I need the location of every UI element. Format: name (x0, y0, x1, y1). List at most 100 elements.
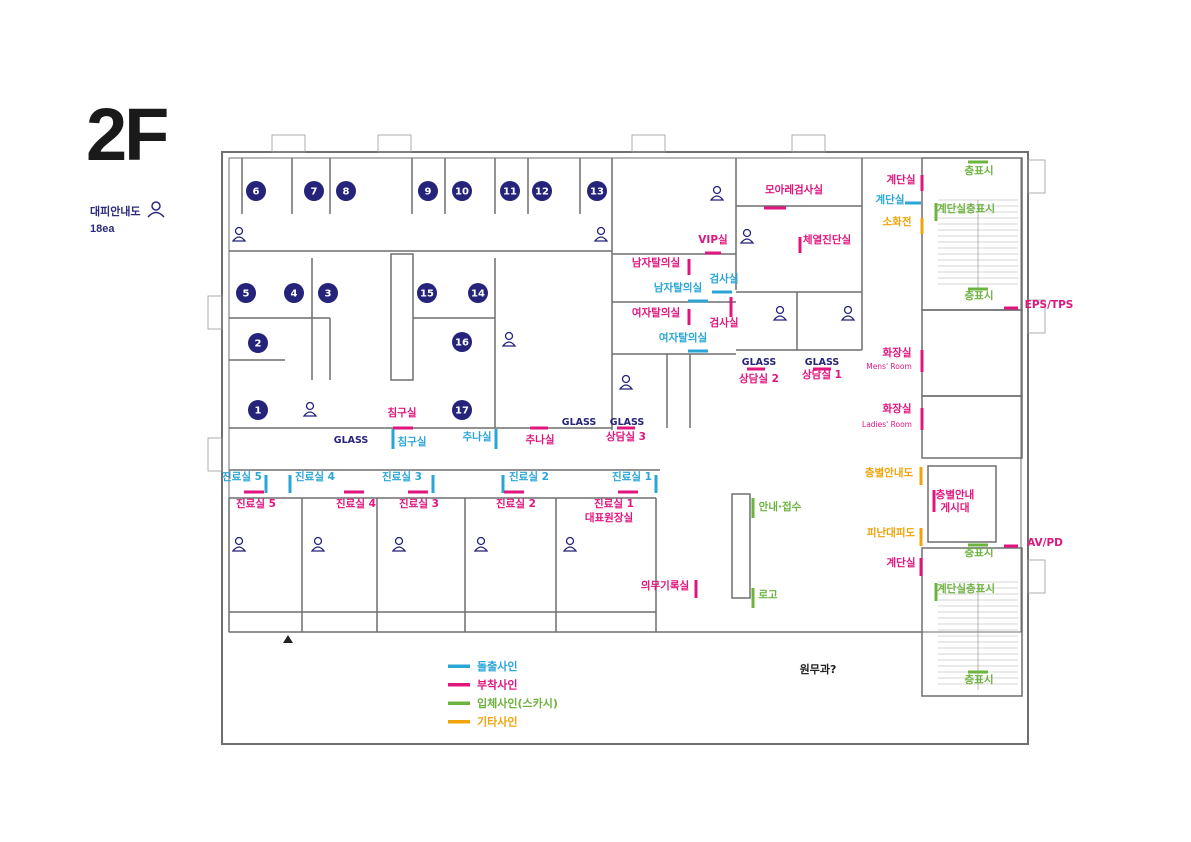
evac-marker-number: 6 (253, 187, 260, 198)
sign-attached: VIP실 (698, 233, 728, 255)
evac-marker: 16 (452, 332, 472, 352)
evac-marker: 1 (248, 400, 268, 420)
sign-label: 진료실 5 (222, 470, 262, 483)
sign-standing: 계단실층표시 (934, 582, 995, 601)
evac-marker: 13 (587, 181, 607, 201)
evac-marker: 6 (246, 181, 266, 201)
evac-marker: 11 (500, 181, 520, 201)
person-icon (310, 536, 326, 552)
evac-marker-number: 8 (343, 187, 350, 198)
person-icon (231, 536, 247, 552)
evac-marker: 17 (452, 400, 472, 420)
sign-label: 계단실 (887, 173, 916, 186)
person-icon (501, 331, 517, 347)
entrance-arrow-icon (283, 635, 293, 643)
glass-label: GLASS (562, 417, 597, 428)
evac-marker: 5 (236, 283, 256, 303)
sign-attached: 침구실 (388, 406, 416, 430)
evac-marker-number: 16 (455, 338, 469, 349)
sign-attached: 계단실 (887, 556, 923, 576)
sign-attached: 진료실 5 (236, 490, 276, 510)
evac-marker-number: 1 (255, 406, 262, 417)
sign-attached: 화장실 (883, 402, 924, 430)
sign-attached: 모아레검사실 (764, 183, 823, 210)
sign-projecting: 남자탈의실 (654, 281, 708, 303)
sign-projecting: 검사실 (710, 272, 738, 294)
sign-label: 상담실 2 (739, 372, 779, 385)
sign-label: AV/PD (1027, 537, 1063, 549)
sign-label: 계단실층표시 (937, 582, 995, 595)
evac-marker-number: 12 (535, 187, 549, 198)
sign-attached: 추나실 (526, 426, 555, 446)
sign-label: VIP실 (698, 233, 727, 246)
sign-label: 층별안내도 (865, 466, 914, 479)
evac-marker-number: 9 (425, 187, 432, 198)
evac-marker-number: 13 (590, 187, 604, 198)
sign-label: 로고 (758, 589, 778, 601)
legend-label: 기타사인 (477, 715, 517, 729)
sign-label: 진료실 3 (399, 497, 439, 510)
legend-label: 돌출사인 (477, 659, 517, 673)
sign-label: 화장실 (883, 346, 912, 359)
sign-attached: 대표원장실 (585, 511, 633, 524)
sign-label: 진료실 5 (236, 497, 276, 510)
sign-label: 피난대피도 (867, 526, 916, 539)
sign-standing: 층표시 (965, 287, 993, 302)
evac-marker: 3 (318, 283, 338, 303)
sign-label: 상담실 3 (606, 430, 646, 443)
evac-marker: 12 (532, 181, 552, 201)
evac-marker: 9 (418, 181, 438, 201)
sign-label: 추나실 (526, 433, 555, 446)
stairs (938, 199, 1018, 690)
evac-marker-number: 7 (311, 187, 318, 198)
sign-attached: 검사실 (710, 297, 738, 329)
sign-attached: 상담실 3 (606, 426, 646, 443)
sign-label: 모아레검사실 (765, 183, 823, 196)
sign-projecting: 침구실 (391, 429, 427, 449)
sign-label: 진료실 3 (382, 470, 422, 483)
evac-marker: 4 (284, 283, 304, 303)
floor-title: 2F (86, 93, 169, 176)
sign-attached: 화장실 (883, 346, 924, 372)
legend-item: 돌출사인 (448, 659, 517, 673)
person-icon (593, 226, 609, 242)
interior-walls (228, 157, 1023, 697)
sign-label: 의무기록실 (641, 579, 689, 592)
legend-item: 기타사인 (448, 715, 517, 729)
sign-other: 피난대피도 (867, 526, 923, 546)
sign-attached: 의무기록실 (641, 579, 698, 598)
sign-attached: 남자탈의실 (632, 256, 691, 275)
sign-label: 대표원장실 (585, 511, 633, 524)
evac-marker: 8 (336, 181, 356, 201)
sign-attached: AV/PD (1004, 537, 1063, 549)
sign-other: 소화전 (883, 215, 924, 234)
sign-label: 진료실 1 (594, 497, 634, 510)
evac-marker-number: 14 (471, 289, 485, 300)
sign-projecting: 진료실 1 (612, 470, 658, 493)
sign-label: 계단실 (876, 193, 905, 206)
sign-label: 계단실 (887, 556, 916, 569)
evacuation-guide-count: 18ea (90, 223, 115, 235)
sign-standing: 층표시 (965, 670, 994, 686)
sign-label: 층표시 (965, 673, 994, 686)
sign-attached: 진료실 4 (336, 490, 376, 510)
sign-standing: 층표시 (965, 160, 993, 177)
sign-label: 침구실 (398, 435, 427, 448)
glass-label: GLASS (610, 417, 645, 428)
legend-item: 부착사인 (448, 678, 517, 692)
glass-label: GLASS (805, 357, 840, 368)
person-icon (562, 536, 578, 552)
sign-label: EPS/TPS (1025, 299, 1074, 311)
sign-attached: 체열진단실 (798, 233, 851, 253)
sign-label: 체열진단실 (803, 233, 851, 246)
sign-standing: 로고 (751, 588, 778, 608)
person-icon (840, 305, 856, 321)
sign-label: 소화전 (883, 215, 912, 228)
person-icon (473, 536, 489, 552)
sign-label: 여자탈의실 (632, 306, 680, 319)
